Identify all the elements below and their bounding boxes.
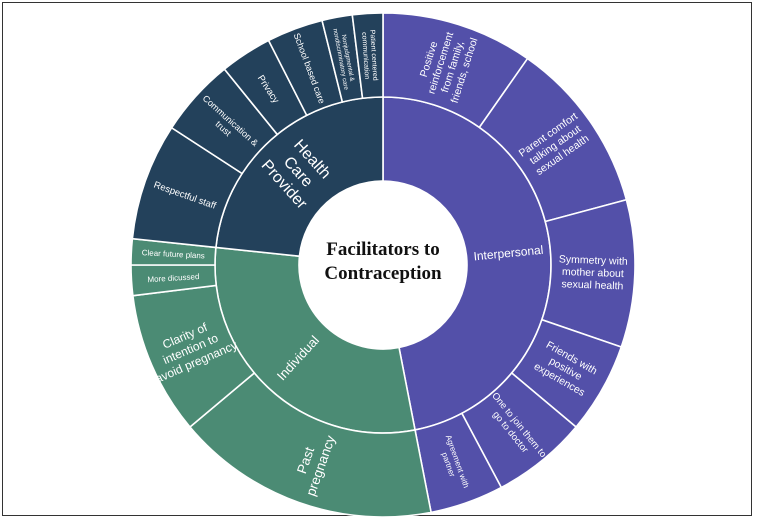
- facilitator-segment: [351, 12, 384, 100]
- facilitator-label: Symmetry withmother aboutsexual health: [558, 253, 628, 292]
- center-hole: [299, 181, 467, 349]
- facilitator-label: More dicussed: [147, 272, 199, 284]
- center-title-line-2: Contraception: [324, 263, 442, 284]
- facilitator-label: Patient centeredcommunication: [360, 30, 378, 82]
- center-title-line-1: Facilitators to: [326, 239, 439, 260]
- category-ring: [214, 96, 552, 434]
- facilitator-label: Clear future plans: [142, 248, 206, 260]
- category-label-interpersonal: Interpersonal: [473, 243, 544, 264]
- facilitator-ring: [130, 12, 636, 517]
